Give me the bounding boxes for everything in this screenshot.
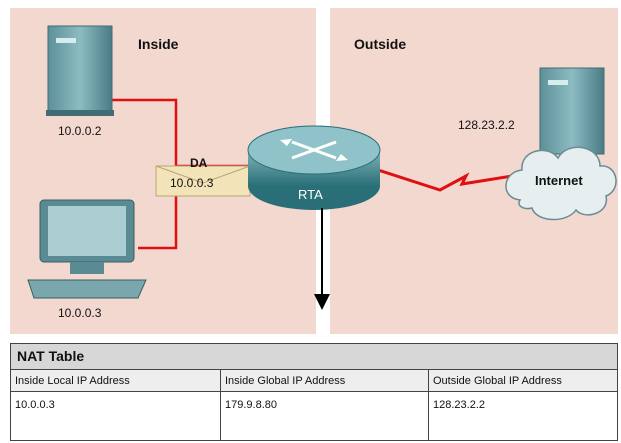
- inside-server-icon: [46, 25, 114, 116]
- down-arrow-icon: [314, 208, 330, 310]
- nat-cell-inside-global: 179.9.8.80: [221, 392, 429, 440]
- outside-server-ip: 128.23.2.2: [458, 118, 515, 132]
- network-diagram: [27, 25, 617, 310]
- nat-header-inside-local: Inside Local IP Address: [11, 370, 221, 392]
- router-label: RTA: [298, 187, 323, 202]
- internet-label: Internet: [535, 173, 583, 188]
- inside-zone-title: Inside: [138, 36, 179, 52]
- pc-icon: [27, 199, 147, 299]
- nat-cell-outside-global: 128.23.2.2: [433, 399, 485, 411]
- nat-header-outside-global: Outside Global IP Address: [429, 370, 617, 392]
- outside-zone-title: Outside: [354, 36, 407, 52]
- packet-icon: [155, 165, 251, 197]
- internet-cloud-icon: [505, 146, 617, 221]
- nat-table-title: NAT Table: [11, 344, 617, 370]
- inside-pc-ip: 10.0.0.3: [58, 306, 102, 320]
- outside-server-icon: [539, 67, 605, 155]
- nat-table: NAT Table Inside Local IP Address Inside…: [10, 343, 618, 441]
- inside-server-ip: 10.0.0.2: [58, 124, 102, 138]
- router-icon: [247, 125, 381, 210]
- wan-link: [377, 168, 513, 192]
- nat-header-inside-global: Inside Global IP Address: [221, 370, 429, 392]
- nat-cell-inside-local: 10.0.0.3: [11, 392, 221, 440]
- packet-address-label: 10.0.0.3: [170, 176, 214, 190]
- packet-header-label: DA: [190, 156, 208, 170]
